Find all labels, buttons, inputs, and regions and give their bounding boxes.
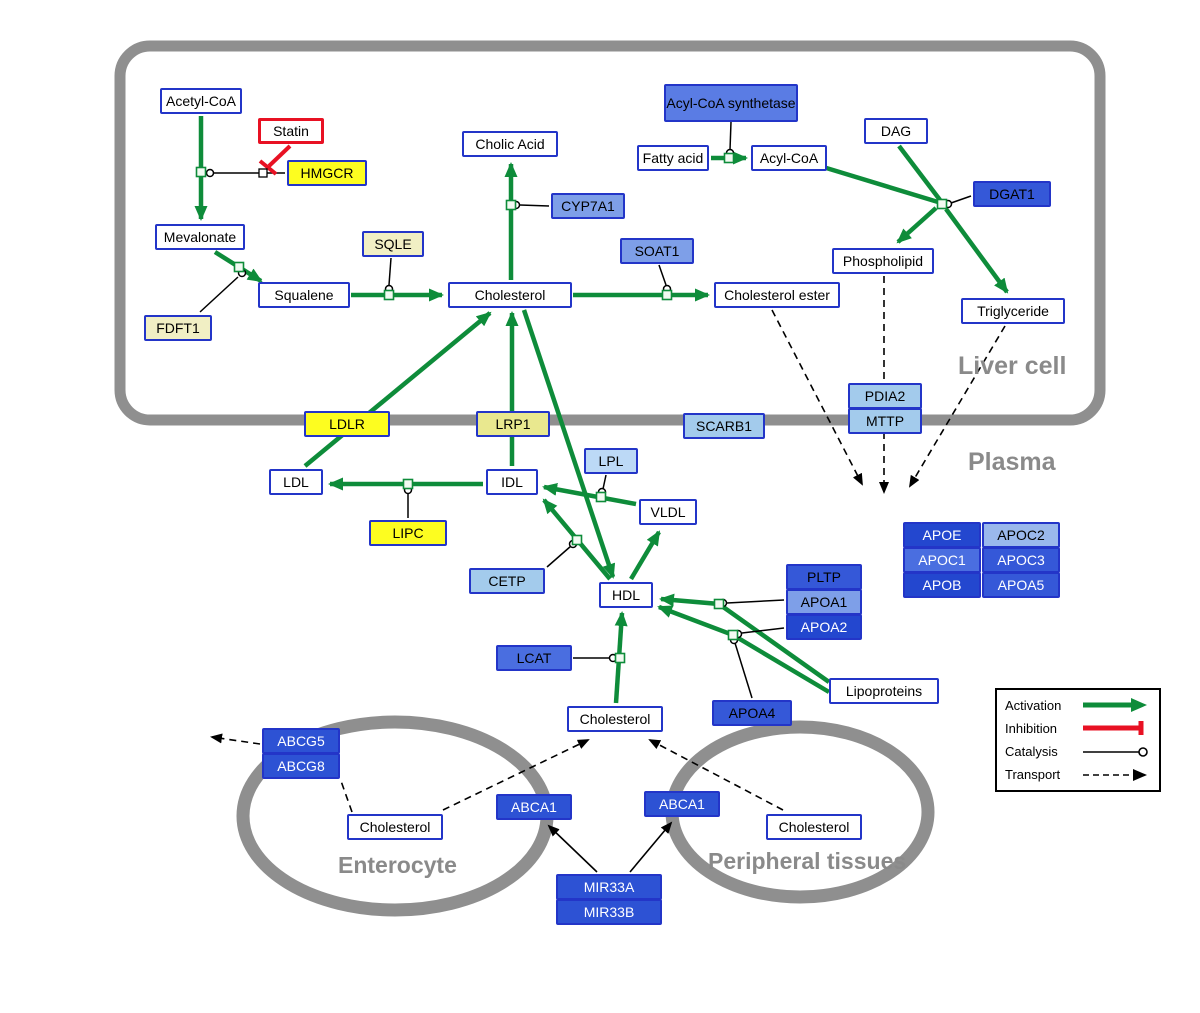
reaction-nodes [195,152,948,664]
node-mevalonate[interactable]: Mevalonate [155,224,245,250]
node-triglyceride[interactable]: Triglyceride [961,298,1065,324]
legend-row-catalysis: Catalysis [1005,742,1151,762]
node-cholesterol-liver[interactable]: Cholesterol [448,282,572,308]
node-statin[interactable]: Statin [258,118,324,144]
node-abcg5[interactable]: ABCG5 [262,728,340,754]
node-dag[interactable]: DAG [864,118,928,144]
node-fdft1[interactable]: FDFT1 [144,315,212,341]
node-acyl-coa-synthetase[interactable]: Acyl-CoA synthetase [664,84,798,122]
node-hmgcr[interactable]: HMGCR [287,160,367,186]
liver-cell-label: Liver cell [958,352,1067,380]
node-mir33a[interactable]: MIR33A [556,874,662,900]
node-cholic-acid[interactable]: Cholic Acid [462,131,558,157]
node-lpl[interactable]: LPL [584,448,638,474]
node-idl[interactable]: IDL [486,469,538,495]
node-apob[interactable]: APOB [903,572,981,598]
legend-transport-label: Transport [1005,767,1061,783]
enterocyte-label: Enterocyte [338,852,457,878]
node-ldlr[interactable]: LDLR [304,411,390,437]
node-ldl[interactable]: LDL [269,469,323,495]
node-apoc3[interactable]: APOC3 [982,547,1060,573]
legend-activation-label: Activation [1005,697,1062,713]
transport-arrow-icon [1083,768,1147,781]
peripheral-tissues-label: Peripheral tissues [708,848,907,874]
node-hdl[interactable]: HDL [599,582,653,608]
plasma-label: Plasma [968,448,1056,476]
node-cyp7a1[interactable]: CYP7A1 [551,193,625,219]
legend: Activation Inhibition Catalysis Transpor… [995,688,1161,792]
legend-row-inhibition: Inhibition [1005,718,1151,738]
inhibition-target-node [258,168,268,178]
node-pdia2[interactable]: PDIA2 [848,383,922,409]
node-mttp[interactable]: MTTP [848,408,922,434]
node-acetyl-coa[interactable]: Acetyl-CoA [160,88,242,114]
legend-catalysis-label: Catalysis [1005,744,1058,760]
node-abcg8[interactable]: ABCG8 [262,753,340,779]
node-vldl[interactable]: VLDL [639,499,697,525]
node-apoa5[interactable]: APOA5 [982,572,1060,598]
node-cholesterol-plasma[interactable]: Cholesterol [567,706,663,732]
node-abca1-enterocyte[interactable]: ABCA1 [496,794,572,820]
node-acyl-coa[interactable]: Acyl-CoA [751,145,827,171]
inhibition-edge [258,144,292,176]
liver-cell-membrane [114,40,1106,426]
node-cholesterol-enterocyte[interactable]: Cholesterol [347,814,443,840]
node-scarb1[interactable]: SCARB1 [683,413,765,439]
node-pltp[interactable]: PLTP [786,564,862,590]
node-squalene[interactable]: Squalene [258,282,350,308]
node-abca1-peripheral[interactable]: ABCA1 [644,791,720,817]
node-lrp1[interactable]: LRP1 [476,411,550,437]
node-apoc2[interactable]: APOC2 [982,522,1060,548]
node-fatty-acid[interactable]: Fatty acid [637,145,709,171]
node-mir33b[interactable]: MIR33B [556,899,662,925]
node-sqle[interactable]: SQLE [362,231,424,257]
catalysis-circle-icon [1083,746,1148,757]
node-apoe[interactable]: APOE [903,522,981,548]
activation-arrow-icon [1083,698,1147,712]
solid-arrows [547,821,673,873]
inhibition-tbar-icon [1083,721,1144,736]
legend-row-transport: Transport [1005,765,1151,785]
legend-row-activation: Activation [1005,695,1151,715]
node-apoc1[interactable]: APOC1 [903,547,981,573]
node-apoa4[interactable]: APOA4 [712,700,792,726]
node-cetp[interactable]: CETP [469,568,545,594]
node-apoa1[interactable]: APOA1 [786,589,862,615]
node-dgat1[interactable]: DGAT1 [973,181,1051,207]
node-lipc[interactable]: LIPC [369,520,447,546]
node-soat1[interactable]: SOAT1 [620,238,694,264]
node-phospholipid[interactable]: Phospholipid [832,248,934,274]
legend-inhibition-label: Inhibition [1005,720,1058,736]
node-lipoproteins[interactable]: Lipoproteins [829,678,939,704]
node-cholesterol-ester[interactable]: Cholesterol ester [714,282,840,308]
node-lcat[interactable]: LCAT [496,645,572,671]
node-apoa2[interactable]: APOA2 [786,614,862,640]
node-cholesterol-peripheral[interactable]: Cholesterol [766,814,862,840]
